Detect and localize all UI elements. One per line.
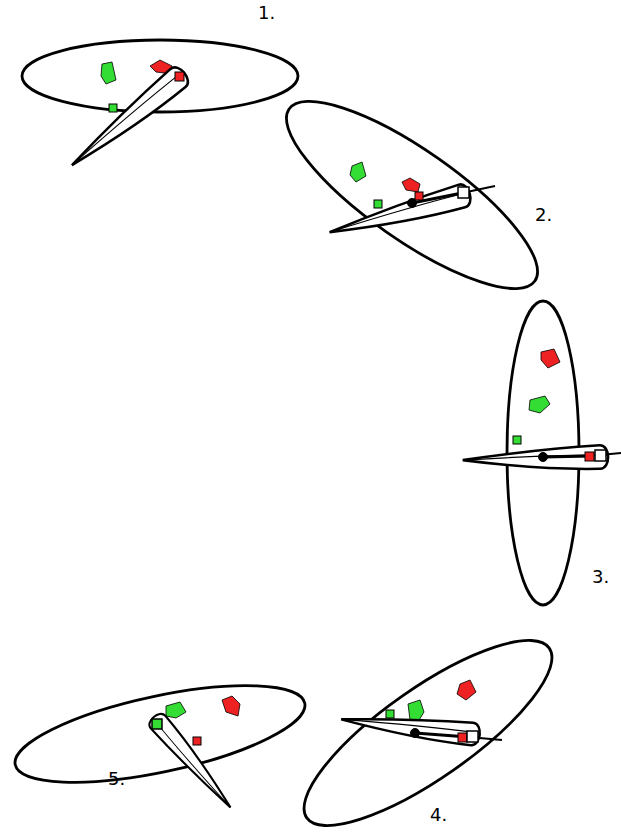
red-point <box>175 72 184 81</box>
green-point <box>374 200 382 208</box>
red-marker <box>541 349 560 368</box>
white-point <box>595 450 606 461</box>
wing <box>65 64 192 174</box>
callout-number: 1. <box>258 4 275 22</box>
red-marker <box>222 696 240 716</box>
callout-number: 5. <box>108 770 125 788</box>
red-point <box>415 192 423 200</box>
wing <box>463 445 609 472</box>
green-point <box>513 436 521 444</box>
green-point <box>109 104 117 112</box>
red-marker <box>402 178 420 192</box>
green-marker <box>166 702 186 718</box>
green-marker <box>529 396 550 413</box>
rod <box>412 193 462 203</box>
callout-number: 3. <box>592 568 609 586</box>
green-marker <box>101 62 116 84</box>
red-point <box>585 452 594 461</box>
white-point <box>458 187 469 198</box>
red-point <box>193 737 201 745</box>
callout-number: 2. <box>535 206 552 224</box>
disk-ellipse <box>281 611 575 836</box>
green-marker <box>350 162 366 182</box>
pivot <box>539 453 548 462</box>
green-point <box>152 719 162 729</box>
white-point <box>467 731 478 742</box>
wing <box>327 183 473 244</box>
callout-number: 4. <box>430 806 447 824</box>
wing <box>340 708 481 746</box>
wing <box>146 711 237 814</box>
red-marker <box>457 680 476 700</box>
red-point <box>458 733 467 742</box>
disk-ellipse <box>263 72 560 318</box>
pivot <box>411 729 420 738</box>
green-point <box>386 710 394 718</box>
